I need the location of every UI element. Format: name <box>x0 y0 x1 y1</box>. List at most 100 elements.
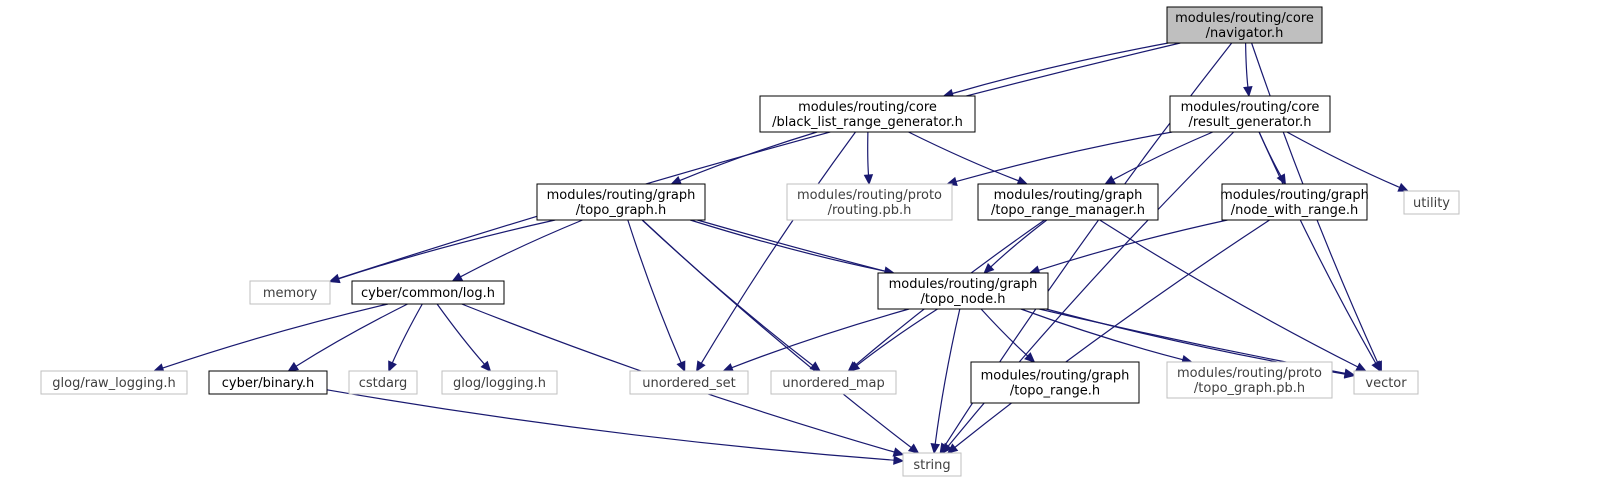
node-box <box>1169 95 1331 133</box>
node-box <box>1166 361 1333 399</box>
node-label-line: modules/routing/graph <box>981 369 1130 384</box>
edge-topo_node-to-string <box>930 308 961 455</box>
node-binary[interactable]: cyber/binary.h <box>208 370 328 395</box>
edge-arrowhead <box>1024 352 1036 363</box>
node-topo-graph-pb: modules/routing/proto/topo_graph.pb.h <box>1166 361 1333 399</box>
edge-line <box>391 303 423 364</box>
node-label-line: /navigator.h <box>1206 26 1284 41</box>
edge-arrowhead <box>722 363 735 373</box>
edge-blacklist-to-routing_pb <box>863 131 874 186</box>
edge-line <box>990 219 1048 268</box>
node-box <box>351 280 505 305</box>
node-label-line: cyber/binary.h <box>222 376 314 391</box>
node-box <box>1166 6 1323 44</box>
edge-line <box>1245 42 1249 88</box>
edge-arrowhead <box>388 360 397 373</box>
edge-arrowhead <box>893 455 905 465</box>
node-label-line: /topo_range_manager.h <box>991 203 1145 218</box>
node-label-line: utility <box>1413 196 1450 211</box>
edge-arrowhead <box>892 447 905 457</box>
node-box <box>249 280 331 305</box>
edge-navigator-to-blacklist <box>942 42 1169 99</box>
edge-node_with_range-to-topo_node <box>1028 219 1228 275</box>
edge-arrowhead <box>451 272 464 282</box>
edge-log-to-cstdarg <box>388 303 423 373</box>
node-blacklist[interactable]: modules/routing/core/black_list_range_ge… <box>759 95 976 133</box>
edge-arrowhead <box>1371 360 1381 373</box>
edge-topo_graph-to-memory <box>328 219 556 284</box>
edge-line <box>1112 131 1214 181</box>
edge-topo_node-to-topo_range <box>980 308 1036 363</box>
edge-line <box>955 131 1173 183</box>
node-label-line: modules/routing/core <box>798 100 937 115</box>
edge-line <box>1038 219 1228 271</box>
edge-line <box>934 308 961 445</box>
node-label-line: unordered_map <box>782 376 885 391</box>
edge-line <box>731 308 910 369</box>
edge-line <box>436 303 485 365</box>
edge-log-to-logging <box>436 303 492 372</box>
edge-arrowhead <box>1243 86 1253 98</box>
node-label-line: /topo_graph.pb.h <box>1194 381 1305 396</box>
node-box <box>786 183 953 221</box>
edge-topo_node-to-topo_graph_pb <box>1020 308 1193 365</box>
node-label-line: modules/routing/graph <box>547 188 696 203</box>
node-label-line: glog/logging.h <box>453 376 546 391</box>
edge-arrowhead <box>863 174 874 186</box>
edge-arrowhead <box>983 262 995 274</box>
node-label-line: /topo_node.h <box>921 292 1006 307</box>
node-topo-range[interactable]: modules/routing/graph/topo_range.h <box>970 361 1140 404</box>
node-label-line: memory <box>263 286 318 301</box>
node-label-line: /result_generator.h <box>1188 115 1311 130</box>
node-memory: memory <box>249 280 331 305</box>
edge-line <box>641 219 814 366</box>
edge-line <box>326 389 895 461</box>
edge-arrowhead <box>809 361 821 372</box>
node-string: string <box>902 452 962 477</box>
edge-line <box>1258 131 1377 364</box>
node-box <box>348 370 418 395</box>
edge-line <box>856 308 938 366</box>
edge-line <box>952 42 1169 95</box>
edge-arrowhead <box>1104 175 1116 185</box>
node-box <box>441 370 558 395</box>
node-box <box>536 183 706 221</box>
node-box <box>970 361 1140 404</box>
node-box <box>40 370 188 395</box>
node-vector: vector <box>1353 370 1419 395</box>
node-node-with-range[interactable]: modules/routing/graph/node_with_range.h <box>1220 183 1369 221</box>
node-navigator[interactable]: modules/routing/core/navigator.h <box>1166 6 1323 44</box>
edge-topo_range_mgr-to-topo_node <box>983 219 1048 274</box>
node-result-gen[interactable]: modules/routing/core/result_generator.h <box>1169 95 1331 133</box>
node-label-line: modules/routing/core <box>1181 100 1320 115</box>
edge-line <box>1020 308 1183 361</box>
node-topo-node[interactable]: modules/routing/graph/topo_node.h <box>877 272 1049 310</box>
edge-arrowhead <box>848 361 861 372</box>
edge-line <box>980 308 1029 357</box>
edge-topo_graph-to-topo_node <box>690 219 895 276</box>
node-label-line: modules/routing/core <box>1175 11 1314 26</box>
node-box <box>770 370 897 395</box>
edge-blacklist-to-topo_range_mgr <box>908 131 1029 186</box>
node-box <box>977 183 1159 221</box>
edge-result_gen-to-routing_pb <box>946 131 1173 187</box>
edge-line <box>690 219 886 272</box>
edge-result_gen-to-vector <box>1258 131 1381 373</box>
node-routing-pb: modules/routing/proto/routing.pb.h <box>786 183 953 221</box>
node-log[interactable]: cyber/common/log.h <box>351 280 505 305</box>
edge-arrowhead <box>1355 362 1367 372</box>
node-topo-range-mgr[interactable]: modules/routing/graph/topo_range_manager… <box>977 183 1159 221</box>
node-label-line: glog/raw_logging.h <box>52 376 175 391</box>
node-topo-graph[interactable]: modules/routing/graph/topo_graph.h <box>536 183 706 221</box>
node-label-line: modules/routing/proto <box>797 188 942 203</box>
edge-line <box>338 42 1181 280</box>
edge-topo_graph-to-unordered_set <box>627 219 686 373</box>
node-cstdarg: cstdarg <box>348 370 418 395</box>
node-box <box>877 272 1049 310</box>
node-box <box>1221 183 1368 221</box>
node-unordered-map: unordered_map <box>770 370 897 395</box>
node-label-line: vector <box>1365 376 1407 391</box>
edge-line <box>338 219 556 280</box>
edge-topo_graph-to-unordered_map <box>641 219 821 372</box>
